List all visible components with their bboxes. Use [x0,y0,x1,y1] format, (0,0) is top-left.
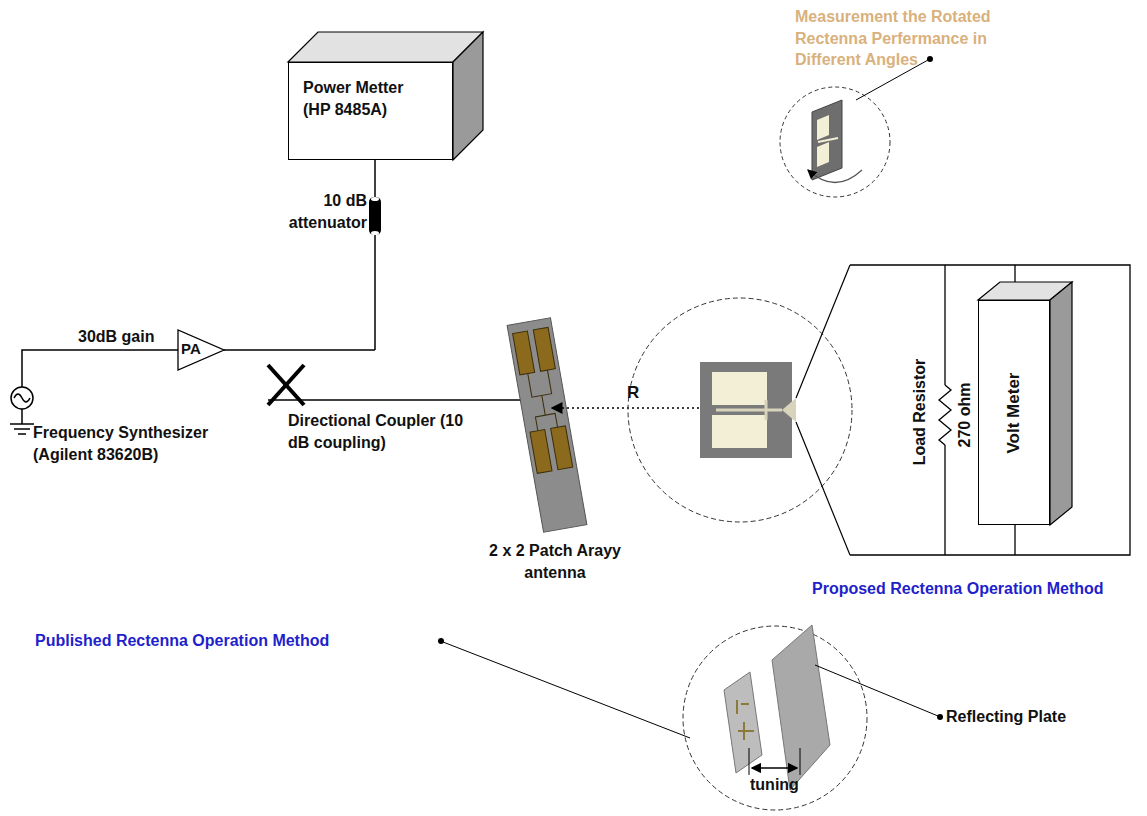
node-text: PA [181,339,201,359]
rf-wiring [224,350,530,405]
patch-array-antenna [507,318,587,532]
antenna-label: 2 x 2 Patch Arayy antenna [480,540,630,583]
gain-label: 30dB gain [78,326,154,348]
resistor-label: Load Resistor [909,359,931,466]
power-meter-box: Power Metter (HP 8485A) [288,62,453,160]
method-title: Published Rectenna Operation Method [35,630,329,652]
rotated-rectenna [780,56,933,197]
volt-meter-box: Volt Meter [978,300,1050,525]
distance-arrow [552,407,718,409]
amplifier-triangle: PA [176,328,226,372]
published-rectenna [438,625,943,810]
signal-source [10,350,178,434]
synthesizer-label: Frequency Synthesizer (Agilent 83620B) [33,422,238,465]
attenuator-label: 10 dB attenuator [283,190,367,233]
measurement-note: Measurement the Rotated Rectenna Perferm… [795,6,1035,71]
method-title: Proposed Rectenna Operation Method [812,578,1104,600]
node-text: Volt Meter [1003,372,1026,453]
volt-meter-box [978,282,1072,525]
part-label: Reflecting Plate [946,706,1066,728]
proposed-rectenna [628,265,852,555]
node-text: Power Metter (HP 8485A) [303,77,433,120]
coupler-label: Directional Coupler (10 dB coupling) [288,410,473,453]
load-circuit [850,265,1130,555]
power-meter-box [288,32,483,160]
dimension-label: tuning [750,774,799,796]
attenuator [369,160,381,350]
distance-label: R [627,382,639,405]
resistor-value: 270 ohm [954,383,976,448]
